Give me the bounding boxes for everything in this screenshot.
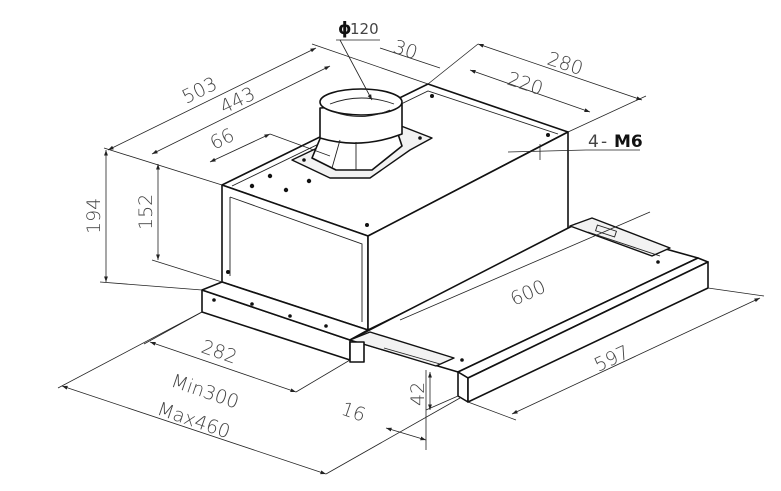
dim-line-220 xyxy=(469,69,591,113)
dim-label-220: 220 xyxy=(504,68,545,100)
dim-label-282: 282 xyxy=(198,336,239,369)
screw-hole xyxy=(267,173,273,179)
drawer-rail-right xyxy=(569,217,671,257)
dim-label-42: 42 xyxy=(407,382,429,406)
dim-label-152: 152 xyxy=(135,194,157,230)
dim-label-16: 16 xyxy=(338,398,368,427)
dim-line-66 xyxy=(209,133,271,163)
screw-hole xyxy=(306,178,312,184)
screw-hole xyxy=(283,187,289,193)
dim-leader-120 xyxy=(339,39,373,101)
dim-line-443 xyxy=(151,65,331,155)
screws-count: 4 xyxy=(588,132,599,152)
dim-label-597: 597 xyxy=(591,341,633,376)
dim-line-282 xyxy=(149,341,297,393)
dim-line-30 xyxy=(379,47,441,69)
drawer-front-face xyxy=(457,371,469,403)
screws-dash: - xyxy=(601,132,607,152)
screw-hole xyxy=(226,270,230,274)
dim-label-194: 194 xyxy=(83,198,105,234)
dim-label-280: 280 xyxy=(544,48,585,80)
dimension-lines xyxy=(57,39,765,475)
screw-hole xyxy=(365,223,369,227)
dim-line-597 xyxy=(511,297,761,415)
dim-line-min-max xyxy=(61,385,327,475)
dimension-labels: ϕ 120 30 280 220 503 443 66 4 - M6 194 1… xyxy=(83,19,643,443)
screw-hole xyxy=(249,183,255,189)
screws-thread: M6 xyxy=(614,132,643,152)
dim-line-600 xyxy=(399,211,651,321)
duct-rim xyxy=(319,88,403,116)
dim-label-443: 443 xyxy=(217,83,259,119)
screw-hole xyxy=(546,133,550,137)
duct-diameter-symbol: ϕ xyxy=(338,19,352,39)
dim-line-16 xyxy=(385,427,427,441)
screw-hole xyxy=(430,94,434,98)
duct-diameter-label: 120 xyxy=(350,20,379,38)
dim-label-503: 503 xyxy=(179,73,221,109)
duct-outlet xyxy=(291,88,433,179)
dim-label-66: 66 xyxy=(207,124,238,154)
drawer-connector xyxy=(349,341,365,363)
drawer-rail-left xyxy=(349,331,455,367)
